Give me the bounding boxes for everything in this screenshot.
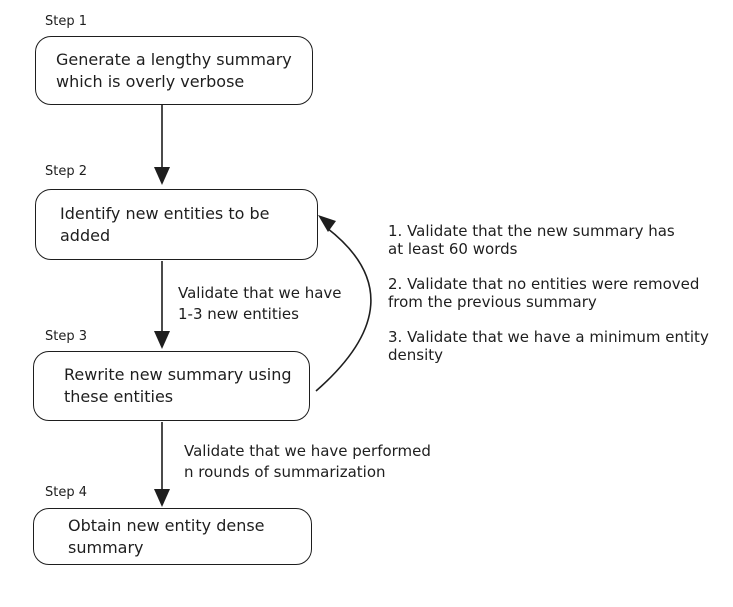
validation-item-1-line-2: at least 60 words	[388, 240, 518, 258]
edge-label-1-line-2: 1-3 new entities	[178, 305, 299, 323]
step-1-label: Step 1	[45, 14, 88, 29]
validation-item-1-line-1: 1. Validate that the new summary has	[388, 222, 675, 240]
edge-label-step2-step3: Validate that we have 1-3 new entities	[178, 283, 342, 325]
loop-validation-list: 1. Validate that the new summary has at …	[388, 222, 709, 381]
step-4-text-line-1: Obtain new entity dense	[68, 515, 265, 535]
edge-label-2-line-2: n rounds of summarization	[184, 463, 386, 481]
edge-label-step3-step4: Validate that we have performed n rounds…	[184, 441, 431, 483]
step-4-box: Obtain new entity dense summary	[33, 508, 312, 565]
validation-item-3-line-2: density	[388, 346, 443, 364]
validation-item-3-line-1: 3. Validate that we have a minimum entit…	[388, 328, 709, 346]
step-2-label: Step 2	[45, 164, 88, 179]
arrowhead-step4	[154, 489, 170, 507]
arrowhead-step2	[154, 167, 170, 185]
step-3-box: Rewrite new summary using these entities	[33, 351, 310, 421]
arrowhead-loop	[318, 215, 336, 232]
step-1-box: Generate a lengthy summary which is over…	[35, 36, 313, 105]
step-4-text-line-2: summary	[68, 537, 144, 557]
step-2-text-line-1: Identify new entities to be	[60, 203, 270, 223]
step-1-text-line-1: Generate a lengthy summary	[56, 49, 292, 69]
step-1-text-line-2: which is overly verbose	[56, 71, 245, 91]
validation-item-2: 2. Validate that no entities were remove…	[388, 275, 709, 311]
validation-item-3: 3. Validate that we have a minimum entit…	[388, 328, 709, 364]
edge-label-2-line-1: Validate that we have performed	[184, 442, 431, 460]
step-2-text-line-2: added	[60, 225, 111, 245]
step-3-text-line-2: these entities	[64, 387, 174, 406]
edge-label-1-line-1: Validate that we have	[178, 284, 342, 302]
step-3-text-line-1: Rewrite new summary using	[64, 365, 292, 384]
validation-item-2-line-1: 2. Validate that no entities were remove…	[388, 275, 700, 293]
validation-item-1: 1. Validate that the new summary has at …	[388, 222, 709, 258]
step-4-label: Step 4	[45, 485, 88, 500]
step-2-box: Identify new entities to be added	[35, 189, 318, 260]
validation-item-2-line-2: from the previous summary	[388, 293, 597, 311]
step-3-label: Step 3	[45, 329, 88, 344]
arrowhead-step3	[154, 331, 170, 349]
